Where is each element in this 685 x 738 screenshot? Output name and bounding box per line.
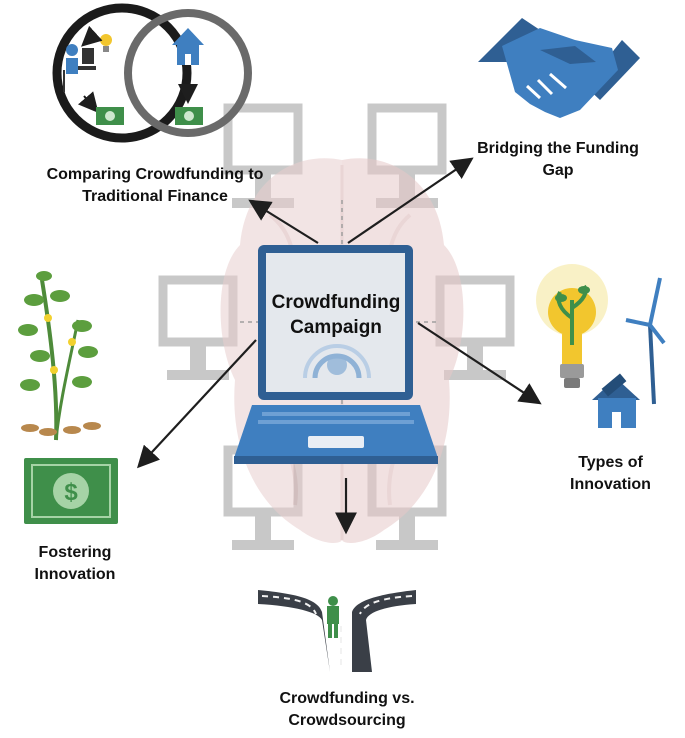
node-label-versus-line2: Crowdsourcing — [288, 712, 406, 729]
node-label-bridging: Bridging the Funding Gap — [468, 138, 648, 182]
node-label-versus-line1: Crowdfunding vs. — [279, 690, 415, 707]
crossroads-person-icon — [258, 590, 416, 672]
lightbulb-plant-house-windmill-icon — [536, 264, 666, 428]
node-label-comparing: Comparing Crowdfunding to Traditional Fi… — [40, 164, 270, 208]
handshake-icon — [478, 18, 640, 118]
node-label-fostering-line1: Fostering Innovation — [34, 544, 116, 583]
node-label-comparing-line2: Traditional Finance — [82, 188, 228, 205]
center-label: Crowdfunding Campaign — [262, 290, 410, 340]
node-label-bridging-line2: Gap — [542, 162, 574, 179]
connector-arrows — [137, 157, 542, 535]
node-label-comparing-line1: Comparing Crowdfunding to — [46, 166, 264, 183]
node-label-types: Types of Innovation — [536, 452, 685, 496]
node-label-versus: Crowdfunding vs. Crowdsourcing — [262, 688, 432, 732]
node-label-types-line1: Types of Innovation — [570, 454, 651, 493]
laptop-icon — [234, 245, 438, 464]
center-label-line2: Campaign — [290, 317, 382, 338]
venn-finance-icon — [52, 3, 252, 143]
node-label-fostering: Fostering Innovation — [0, 542, 150, 586]
node-label-bridging-line1: Bridging the Funding — [477, 140, 639, 157]
center-label-line1: Crowdfunding — [271, 292, 401, 313]
dollar-sign-icon: $ — [64, 479, 78, 506]
plant-money-icon: $ — [18, 271, 118, 524]
